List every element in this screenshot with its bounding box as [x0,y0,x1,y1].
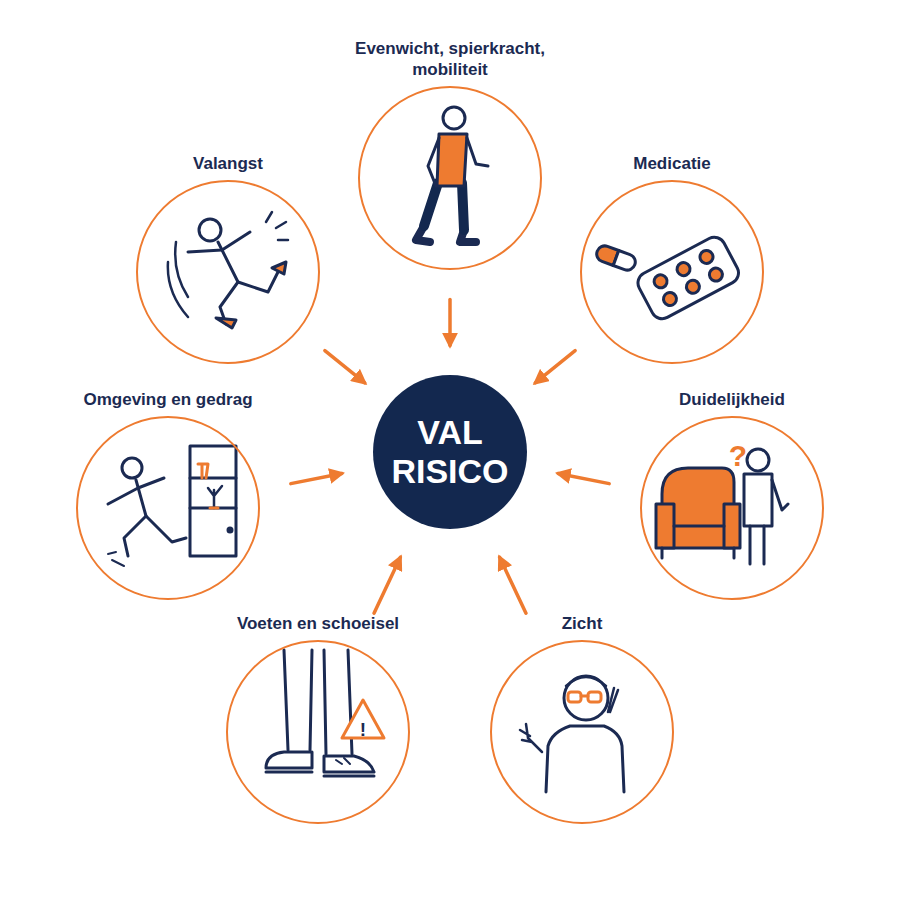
center-title: VAL RISICO [385,413,515,491]
question-mark: ? [729,439,747,473]
falling-person-icon [168,212,288,328]
arrow-connector [558,473,609,483]
armchair-person-icon [656,449,788,564]
arrow-connector [500,557,526,613]
medication-icon [594,233,742,322]
factor-circle: Voeten en schoeisel [226,640,410,824]
arrow-connector [448,299,452,345]
arrow-connector [291,473,342,483]
factor-heading: Duidelijkheid [627,390,837,410]
factor-circle: Omgeving en gedrag [76,416,260,600]
walking-person-icon [416,107,488,242]
arrow-connector [374,557,400,613]
factor-heading: Zicht [477,614,687,634]
factor-heading: Valangst [123,154,333,174]
person-glasses-icon [520,676,624,792]
factor-circle: Evenwicht, spierkracht, mobiliteit [358,86,542,270]
warning-mark: ! [360,719,366,741]
factor-circle: Zicht [490,640,674,824]
factor-circle: Medicatie [580,180,764,364]
center-circle: VAL RISICO [373,375,527,529]
factor-heading: Voeten en schoeisel [213,614,423,634]
factor-circle: Valangst [136,180,320,364]
arrow-connector [535,351,575,383]
tripping-person-icon [108,446,236,566]
factor-heading: Omgeving en gedrag [63,390,273,410]
factor-heading: Evenwicht, spierkracht, mobiliteit [345,39,555,80]
arrow-connector [325,351,365,383]
factor-heading: Medicatie [567,154,777,174]
feet-shoes-icon [266,650,384,776]
